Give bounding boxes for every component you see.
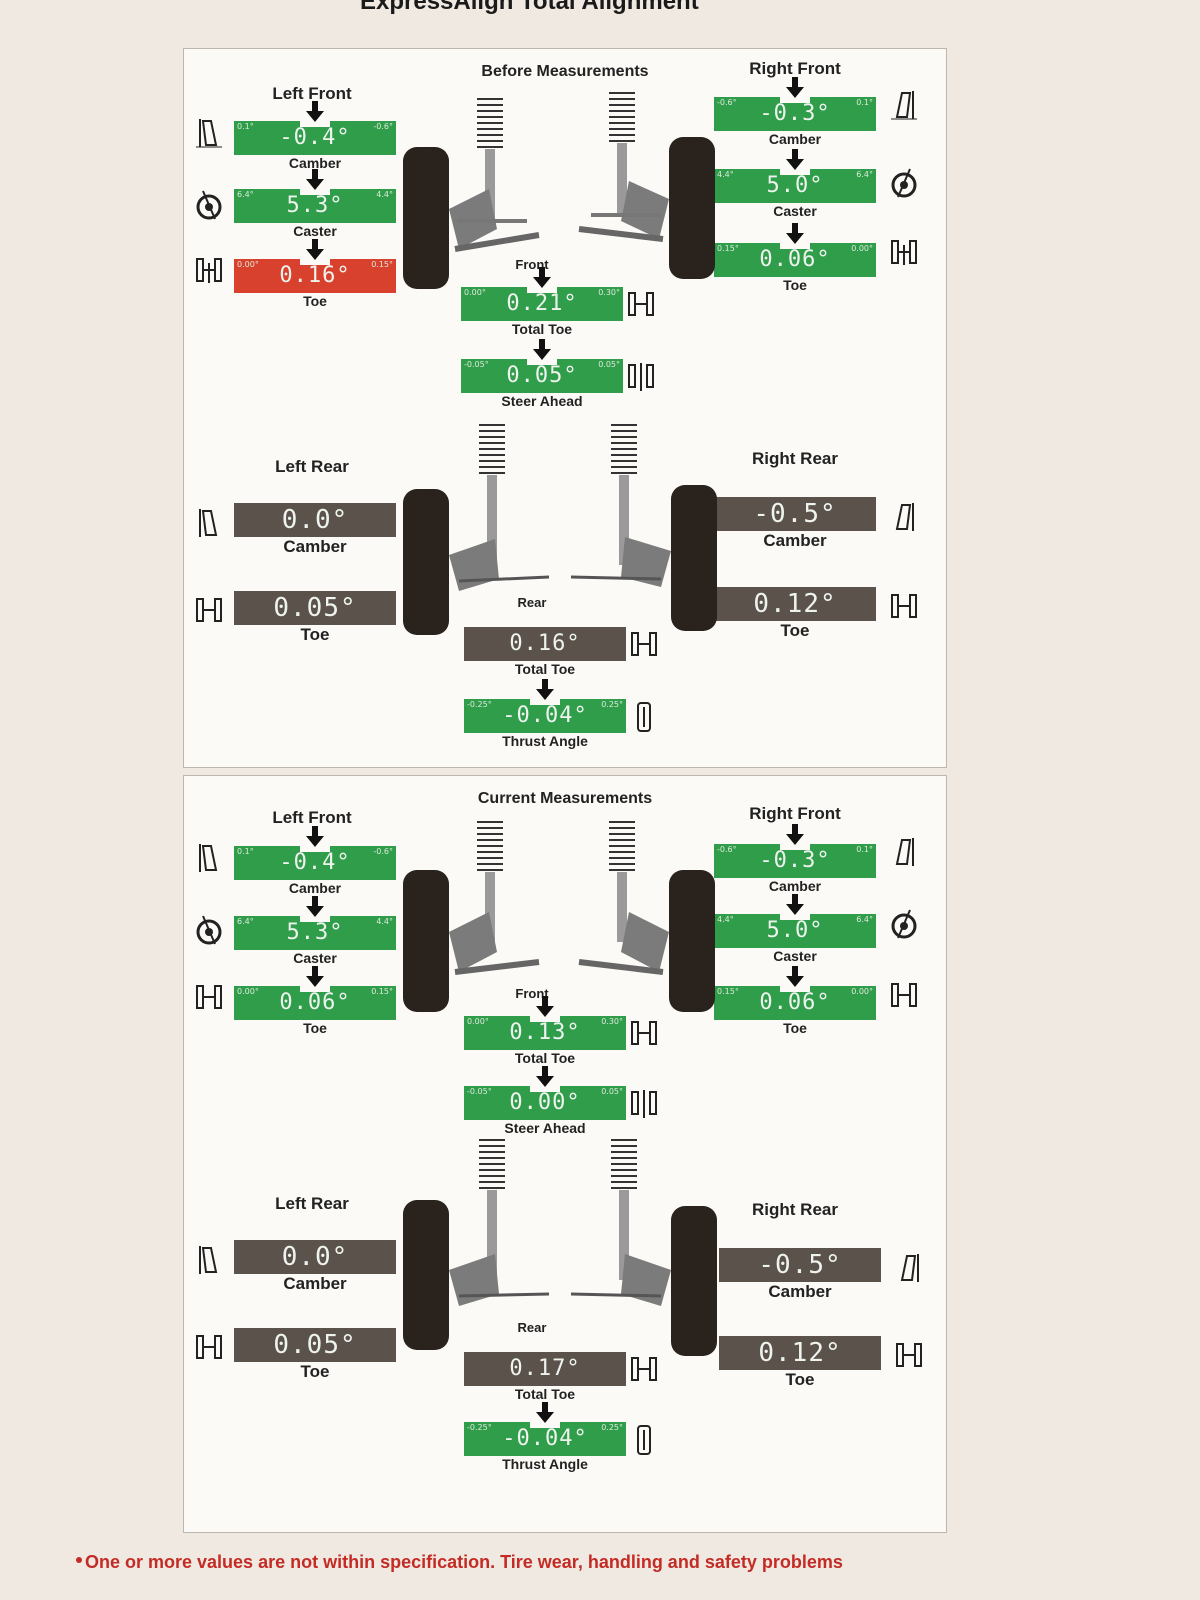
toe-icon [889, 591, 919, 623]
front-label: Front [452, 986, 612, 1001]
total-toe-icon [629, 1354, 659, 1386]
camber-icon [194, 1244, 224, 1276]
left-rear-label: Left Rear [229, 1194, 395, 1214]
thrust-angle-icon [629, 1424, 659, 1456]
thrust-angle-icon [629, 701, 659, 733]
left-front-toe-gauge: 0.00° 0.15° 0.06° Toe [234, 974, 396, 1020]
right-rear-camber-gauge: -0.5° Camber [714, 485, 876, 531]
caster-icon [889, 908, 919, 940]
right-rear-label: Right Rear [712, 449, 878, 469]
right-front-camber-gauge: -0.6° 0.1° -0.3° Camber [714, 85, 876, 131]
right-rear-toe-gauge: 0.12° Toe [714, 575, 876, 621]
left-front-camber-gauge: 0.1° -0.6° -0.4° Camber [234, 109, 396, 155]
total-toe-icon [629, 1018, 659, 1050]
left-rear-camber-gauge: 0.0° Camber [234, 491, 396, 537]
left-front-caster-gauge: 6.4° 4.4° 5.3° Caster [234, 177, 396, 223]
right-front-caster-gauge: 4.4° 6.4° 5.0° Caster [714, 157, 876, 203]
rear-label: Rear [452, 595, 612, 610]
right-front-toe-gauge: 0.15° 0.00° 0.06° Toe [714, 231, 876, 277]
right-front-label: Right Front [712, 804, 878, 824]
right-rear-label: Right Rear [712, 1200, 878, 1220]
caster-icon [194, 189, 224, 221]
toe-icon [194, 982, 224, 1014]
caster-icon [194, 914, 224, 946]
thrust-angle-gauge: -0.25° 0.25° -0.04° Thrust Angle [464, 687, 626, 733]
caster-icon [889, 167, 919, 199]
before-measurements-panel: Before Measurements Left Front 0.1° -0.6… [183, 48, 947, 768]
front-label: Front [452, 257, 612, 272]
steer-ahead-icon [626, 361, 656, 393]
thrust-angle-gauge: -0.25° 0.25° -0.04° Thrust Angle [464, 1410, 626, 1456]
right-rear-camber-gauge: -0.5° Camber [719, 1236, 881, 1282]
rear-total-toe-gauge: 0.17° Total Toe [464, 1340, 626, 1386]
total-toe-icon [626, 289, 656, 321]
front-total-toe-gauge: 0.00° 0.30° 0.21° Total Toe [461, 275, 623, 321]
left-rear-camber-gauge: 0.0° Camber [234, 1228, 396, 1274]
left-front-camber-gauge: 0.1° -0.6° -0.4° Camber [234, 834, 396, 880]
camber-icon [889, 89, 919, 121]
toe-icon [194, 255, 224, 287]
left-front-caster-gauge: 6.4° 4.4° 5.3° Caster [234, 904, 396, 950]
front-steer-ahead-gauge: -0.05° 0.05° 0.05° Steer Ahead [461, 347, 623, 393]
right-front-label: Right Front [712, 59, 878, 79]
front-steer-ahead-gauge: -0.05° 0.05° 0.00° Steer Ahead [464, 1074, 626, 1120]
right-front-toe-gauge: 0.15° 0.00° 0.06° Toe [714, 974, 876, 1020]
left-rear-toe-gauge: 0.05° Toe [234, 579, 396, 625]
camber-icon [194, 117, 224, 149]
camber-icon [894, 1252, 924, 1284]
left-front-label: Left Front [229, 808, 395, 828]
camber-icon [889, 501, 919, 533]
camber-icon [889, 836, 919, 868]
camber-icon [194, 842, 224, 874]
toe-icon [894, 1340, 924, 1372]
rear-label: Rear [452, 1320, 612, 1335]
steer-ahead-icon [629, 1088, 659, 1120]
gauge-value: -0.4° [234, 125, 396, 150]
bullet-icon [76, 1557, 82, 1563]
right-front-caster-gauge: 4.4° 6.4° 5.0° Caster [714, 902, 876, 948]
total-toe-icon [629, 629, 659, 661]
toe-icon [194, 595, 224, 627]
front-suspension-illustration [399, 812, 719, 1012]
toe-icon [889, 237, 919, 269]
camber-icon [194, 507, 224, 539]
current-measurements-panel: Current Measurements Left Front 0.1° -0.… [183, 775, 947, 1533]
toe-icon [194, 1332, 224, 1364]
spec-warning-note: One or more values are not within specif… [85, 1552, 843, 1573]
left-front-toe-gauge: 0.00° 0.15° 0.16° Toe [234, 247, 396, 293]
left-rear-label: Left Rear [229, 457, 395, 477]
document-title: ExpressAlign Total Alignment [360, 0, 699, 16]
rear-total-toe-gauge: 0.16° Total Toe [464, 615, 626, 661]
toe-icon [889, 980, 919, 1012]
right-front-camber-gauge: -0.6° 0.1° -0.3° Camber [714, 832, 876, 878]
front-total-toe-gauge: 0.00° 0.30° 0.13° Total Toe [464, 1004, 626, 1050]
left-rear-toe-gauge: 0.05° Toe [234, 1316, 396, 1362]
right-rear-toe-gauge: 0.12° Toe [719, 1324, 881, 1370]
